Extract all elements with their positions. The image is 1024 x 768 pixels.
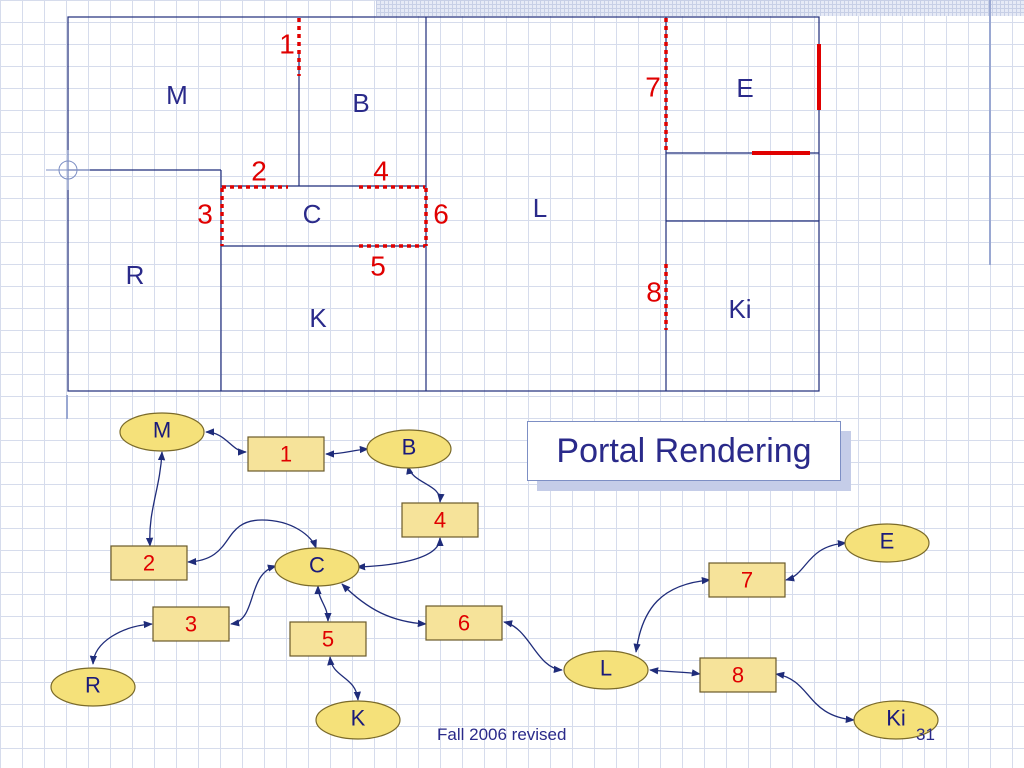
page-number: 31 bbox=[916, 725, 935, 744]
decorative-line-right bbox=[989, 0, 991, 265]
edge-4-c bbox=[356, 537, 444, 571]
graph-node-l: L bbox=[563, 650, 649, 690]
room-label-m: M bbox=[166, 80, 188, 110]
graph-portal-box-7: 7 bbox=[708, 562, 786, 598]
graph-node-k: K bbox=[315, 700, 401, 740]
decorative-line-left bbox=[66, 395, 68, 419]
graph-node-b: B bbox=[366, 429, 452, 469]
graph-portal-label-1: 1 bbox=[280, 442, 292, 467]
graph-node-m: M bbox=[119, 412, 205, 452]
portal-number-4: 4 bbox=[373, 156, 389, 187]
portal-number-2: 2 bbox=[251, 156, 267, 187]
portal-lines bbox=[220, 18, 668, 330]
room-label-e: E bbox=[736, 73, 753, 103]
edge-m-2 bbox=[145, 451, 166, 547]
graph-portal-label-5: 5 bbox=[322, 627, 334, 652]
slide-title-box: Portal Rendering bbox=[527, 421, 841, 481]
graph-portal-box-8: 8 bbox=[699, 657, 777, 693]
room-label-ki: Ki bbox=[728, 294, 751, 324]
graph-node-label-k: K bbox=[351, 706, 366, 731]
graph-portal-label-6: 6 bbox=[458, 611, 470, 636]
graph-portal-box-4: 4 bbox=[401, 502, 479, 538]
graph-node-e: E bbox=[844, 523, 930, 563]
graph-node-label-b: B bbox=[402, 435, 417, 460]
graph-portal-box-6: 6 bbox=[425, 605, 503, 641]
room-label-c: C bbox=[303, 199, 322, 229]
graph-portal-box-1: 1 bbox=[247, 436, 325, 472]
portal-number-5: 5 bbox=[370, 251, 386, 282]
graph-node-r: R bbox=[50, 667, 136, 707]
edge-c-5 bbox=[314, 585, 332, 622]
graph-node-label-ki: Ki bbox=[886, 706, 906, 731]
edge-5-k bbox=[327, 656, 361, 701]
graph-portal-label-7: 7 bbox=[741, 568, 753, 593]
portal-number-3: 3 bbox=[197, 199, 213, 230]
graph-node-label-l: L bbox=[600, 656, 612, 681]
edge-b-4 bbox=[406, 465, 445, 503]
graph-portal-label-2: 2 bbox=[143, 551, 155, 576]
edge-7-e bbox=[785, 539, 847, 582]
edge-c-6 bbox=[341, 583, 427, 628]
edge-c-3 bbox=[230, 564, 277, 627]
graph-portal-box-5: 5 bbox=[289, 621, 367, 657]
room-label-k: K bbox=[309, 303, 327, 333]
graph-node-label-e: E bbox=[880, 529, 895, 554]
portal-number-7: 7 bbox=[645, 72, 661, 103]
graph-portal-label-3: 3 bbox=[185, 612, 197, 637]
graph-portal-box-3: 3 bbox=[152, 606, 230, 642]
edge-6-l bbox=[503, 620, 563, 673]
top-decoration-band bbox=[376, 0, 1024, 16]
graph-portal-label-4: 4 bbox=[434, 508, 446, 533]
graph-portal-label-8: 8 bbox=[732, 663, 744, 688]
room-label-b: B bbox=[352, 88, 369, 118]
edge-l-8 bbox=[649, 667, 701, 677]
edge-2-c bbox=[187, 519, 317, 566]
room-label-r: R bbox=[126, 260, 145, 290]
crosshair-mark bbox=[46, 150, 90, 190]
room-label-l: L bbox=[533, 193, 547, 223]
edge-1-b bbox=[325, 445, 369, 458]
graph-node-label-c: C bbox=[309, 553, 325, 578]
portal-number-6: 6 bbox=[433, 199, 449, 230]
portal-number-1: 1 bbox=[279, 29, 295, 60]
graph-node-label-r: R bbox=[85, 673, 101, 698]
slide-title: Portal Rendering bbox=[556, 431, 812, 470]
edge-8-ki bbox=[775, 671, 855, 723]
edge-3-r bbox=[89, 620, 153, 665]
edge-l-7 bbox=[633, 577, 711, 653]
graph-node-label-m: M bbox=[153, 418, 171, 443]
footer-text: Fall 2006 revised bbox=[437, 725, 567, 744]
graph-node-c: C bbox=[274, 547, 360, 587]
graph-portal-box-2: 2 bbox=[110, 545, 188, 581]
edge-m-1 bbox=[205, 428, 247, 456]
portal-number-8: 8 bbox=[646, 277, 662, 308]
graph-node-ki: Ki bbox=[853, 700, 939, 740]
